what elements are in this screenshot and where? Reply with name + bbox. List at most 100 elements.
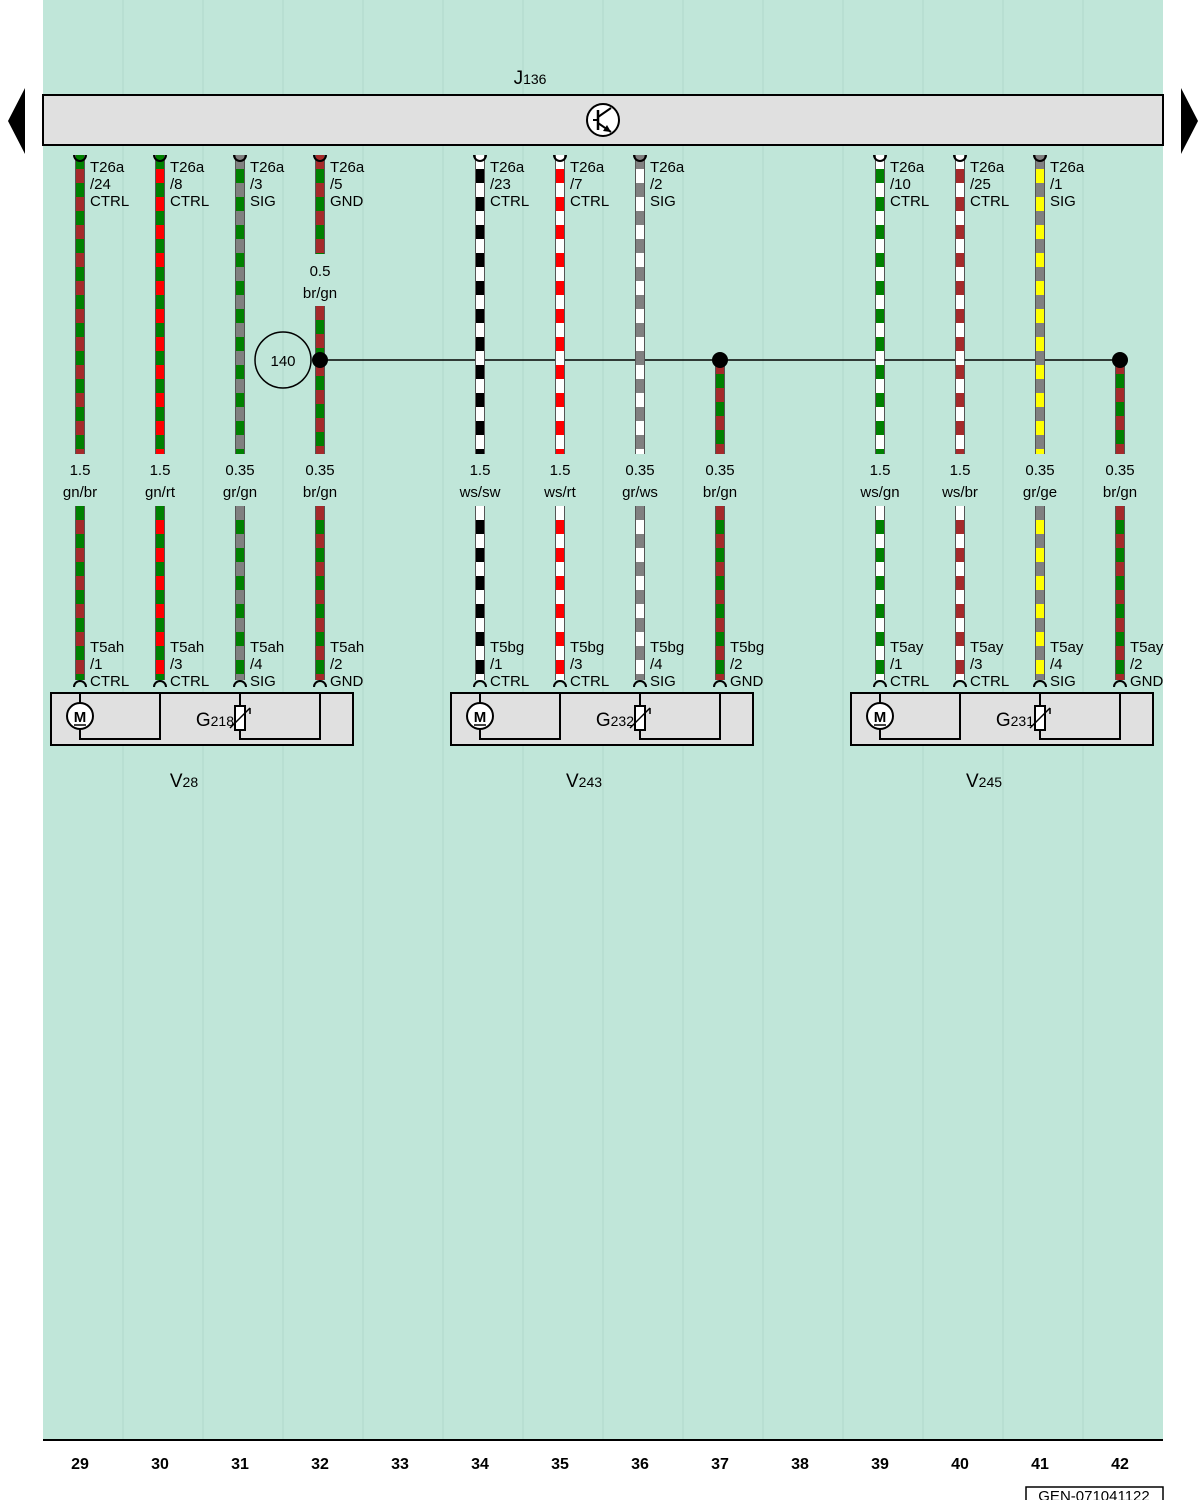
pin-label: T5bg — [490, 639, 524, 656]
pin-label: /4 — [650, 656, 663, 673]
pin-label: GND — [1130, 673, 1164, 690]
svg-text:140: 140 — [270, 353, 295, 370]
pin-label: /8 — [170, 176, 183, 193]
pin-label: T5ah — [170, 639, 204, 656]
sensor-label: G218 — [196, 710, 234, 731]
wire-size: 1.5 — [150, 462, 171, 479]
pin-label: T26a — [250, 159, 285, 176]
pin-label: /2 — [1130, 656, 1143, 673]
pin-label: T26a — [330, 159, 365, 176]
component-name: V245 — [966, 771, 1002, 792]
column-number: 42 — [1111, 1456, 1129, 1473]
wire-color-code: ws/sw — [459, 484, 501, 501]
component-name: V28 — [170, 771, 198, 792]
connector-pin-icon — [633, 154, 647, 162]
splice-junction — [712, 352, 728, 368]
connector-pin-icon — [473, 154, 487, 162]
connector-pin-icon — [953, 154, 967, 162]
nav-arrow-right-icon[interactable] — [1181, 88, 1198, 154]
column-number: 31 — [231, 1456, 249, 1473]
pin-label: CTRL — [90, 193, 129, 210]
component-housing — [50, 692, 354, 746]
connector-pin-icon — [153, 680, 167, 688]
wire-color-code: gn/rt — [145, 484, 176, 501]
svg-text:M: M — [74, 709, 87, 726]
column-number: 32 — [311, 1456, 329, 1473]
splice-junction — [312, 352, 328, 368]
pin-label: T5bg — [570, 639, 604, 656]
svg-text:M: M — [874, 709, 887, 726]
column-number: 40 — [951, 1456, 969, 1473]
wire-color-code: ws/br — [941, 484, 978, 501]
motor-icon: M — [66, 702, 94, 730]
pin-label: T5ah — [330, 639, 364, 656]
splice-junction — [1112, 352, 1128, 368]
connector-pin-icon — [313, 154, 327, 162]
wire-size: 0.35 — [1025, 462, 1054, 479]
pin-label: /3 — [250, 176, 263, 193]
pin-label: /3 — [570, 656, 583, 673]
wire-size: 1.5 — [470, 462, 491, 479]
column-number: 39 — [871, 1456, 889, 1473]
pin-label: T26a — [570, 159, 605, 176]
pin-label: CTRL — [570, 673, 609, 690]
column-number: 30 — [151, 1456, 169, 1473]
column-number: 37 — [711, 1456, 729, 1473]
pin-label: T5ah — [250, 639, 284, 656]
pin-label: /3 — [170, 656, 183, 673]
connector-pin-icon — [1033, 154, 1047, 162]
pin-label: /1 — [90, 656, 103, 673]
pin-label: CTRL — [570, 193, 609, 210]
wire-size: 1.5 — [70, 462, 91, 479]
potentiometer-icon — [629, 705, 651, 731]
pin-label: T26a — [650, 159, 685, 176]
pin-label: /4 — [250, 656, 263, 673]
nav-arrow-left-icon[interactable] — [8, 88, 25, 154]
connector-pin-icon — [1113, 680, 1127, 688]
wire-color-code: ws/rt — [543, 484, 576, 501]
pin-label: /10 — [890, 176, 911, 193]
component-name: V243 — [566, 771, 602, 792]
bus-label: J136 — [514, 68, 547, 89]
wire-color-code: gr/gn — [223, 484, 257, 501]
connector-pin-icon — [153, 154, 167, 162]
pin-label: /4 — [1050, 656, 1063, 673]
pin-label: /1 — [1050, 176, 1063, 193]
pin-label: T26a — [90, 159, 125, 176]
pin-label: CTRL — [490, 673, 529, 690]
connector-pin-icon — [233, 680, 247, 688]
wire-color-code: ws/gn — [859, 484, 899, 501]
column-number: 29 — [71, 1456, 89, 1473]
column-number: 38 — [791, 1456, 809, 1473]
wire-size: 0.35 — [625, 462, 654, 479]
pin-label: CTRL — [490, 193, 529, 210]
pin-label: CTRL — [170, 673, 209, 690]
pin-label: /2 — [650, 176, 663, 193]
potentiometer-icon — [1029, 705, 1051, 731]
pin-label: T5bg — [730, 639, 764, 656]
pin-label: CTRL — [970, 673, 1009, 690]
pin-label: CTRL — [890, 193, 929, 210]
wire-size: 1.5 — [870, 462, 891, 479]
connector-pin-icon — [633, 680, 647, 688]
splice-marker: 140 — [254, 331, 312, 389]
pin-label: /1 — [890, 656, 903, 673]
pin-label: /25 — [970, 176, 991, 193]
pin-label: /5 — [330, 176, 343, 193]
pin-label: /2 — [730, 656, 743, 673]
svg-text:M: M — [474, 709, 487, 726]
connector-pin-icon — [553, 154, 567, 162]
pin-label: /7 — [570, 176, 583, 193]
doc-id: GEN-071041122 — [1038, 1488, 1149, 1500]
component-housing — [450, 692, 754, 746]
pin-label: /1 — [490, 656, 503, 673]
wire-size: 0.35 — [225, 462, 254, 479]
pin-label: T5ay — [1130, 639, 1164, 656]
pin-label: /24 — [90, 176, 111, 193]
pin-label: /2 — [330, 656, 343, 673]
pin-label: GND — [330, 673, 364, 690]
